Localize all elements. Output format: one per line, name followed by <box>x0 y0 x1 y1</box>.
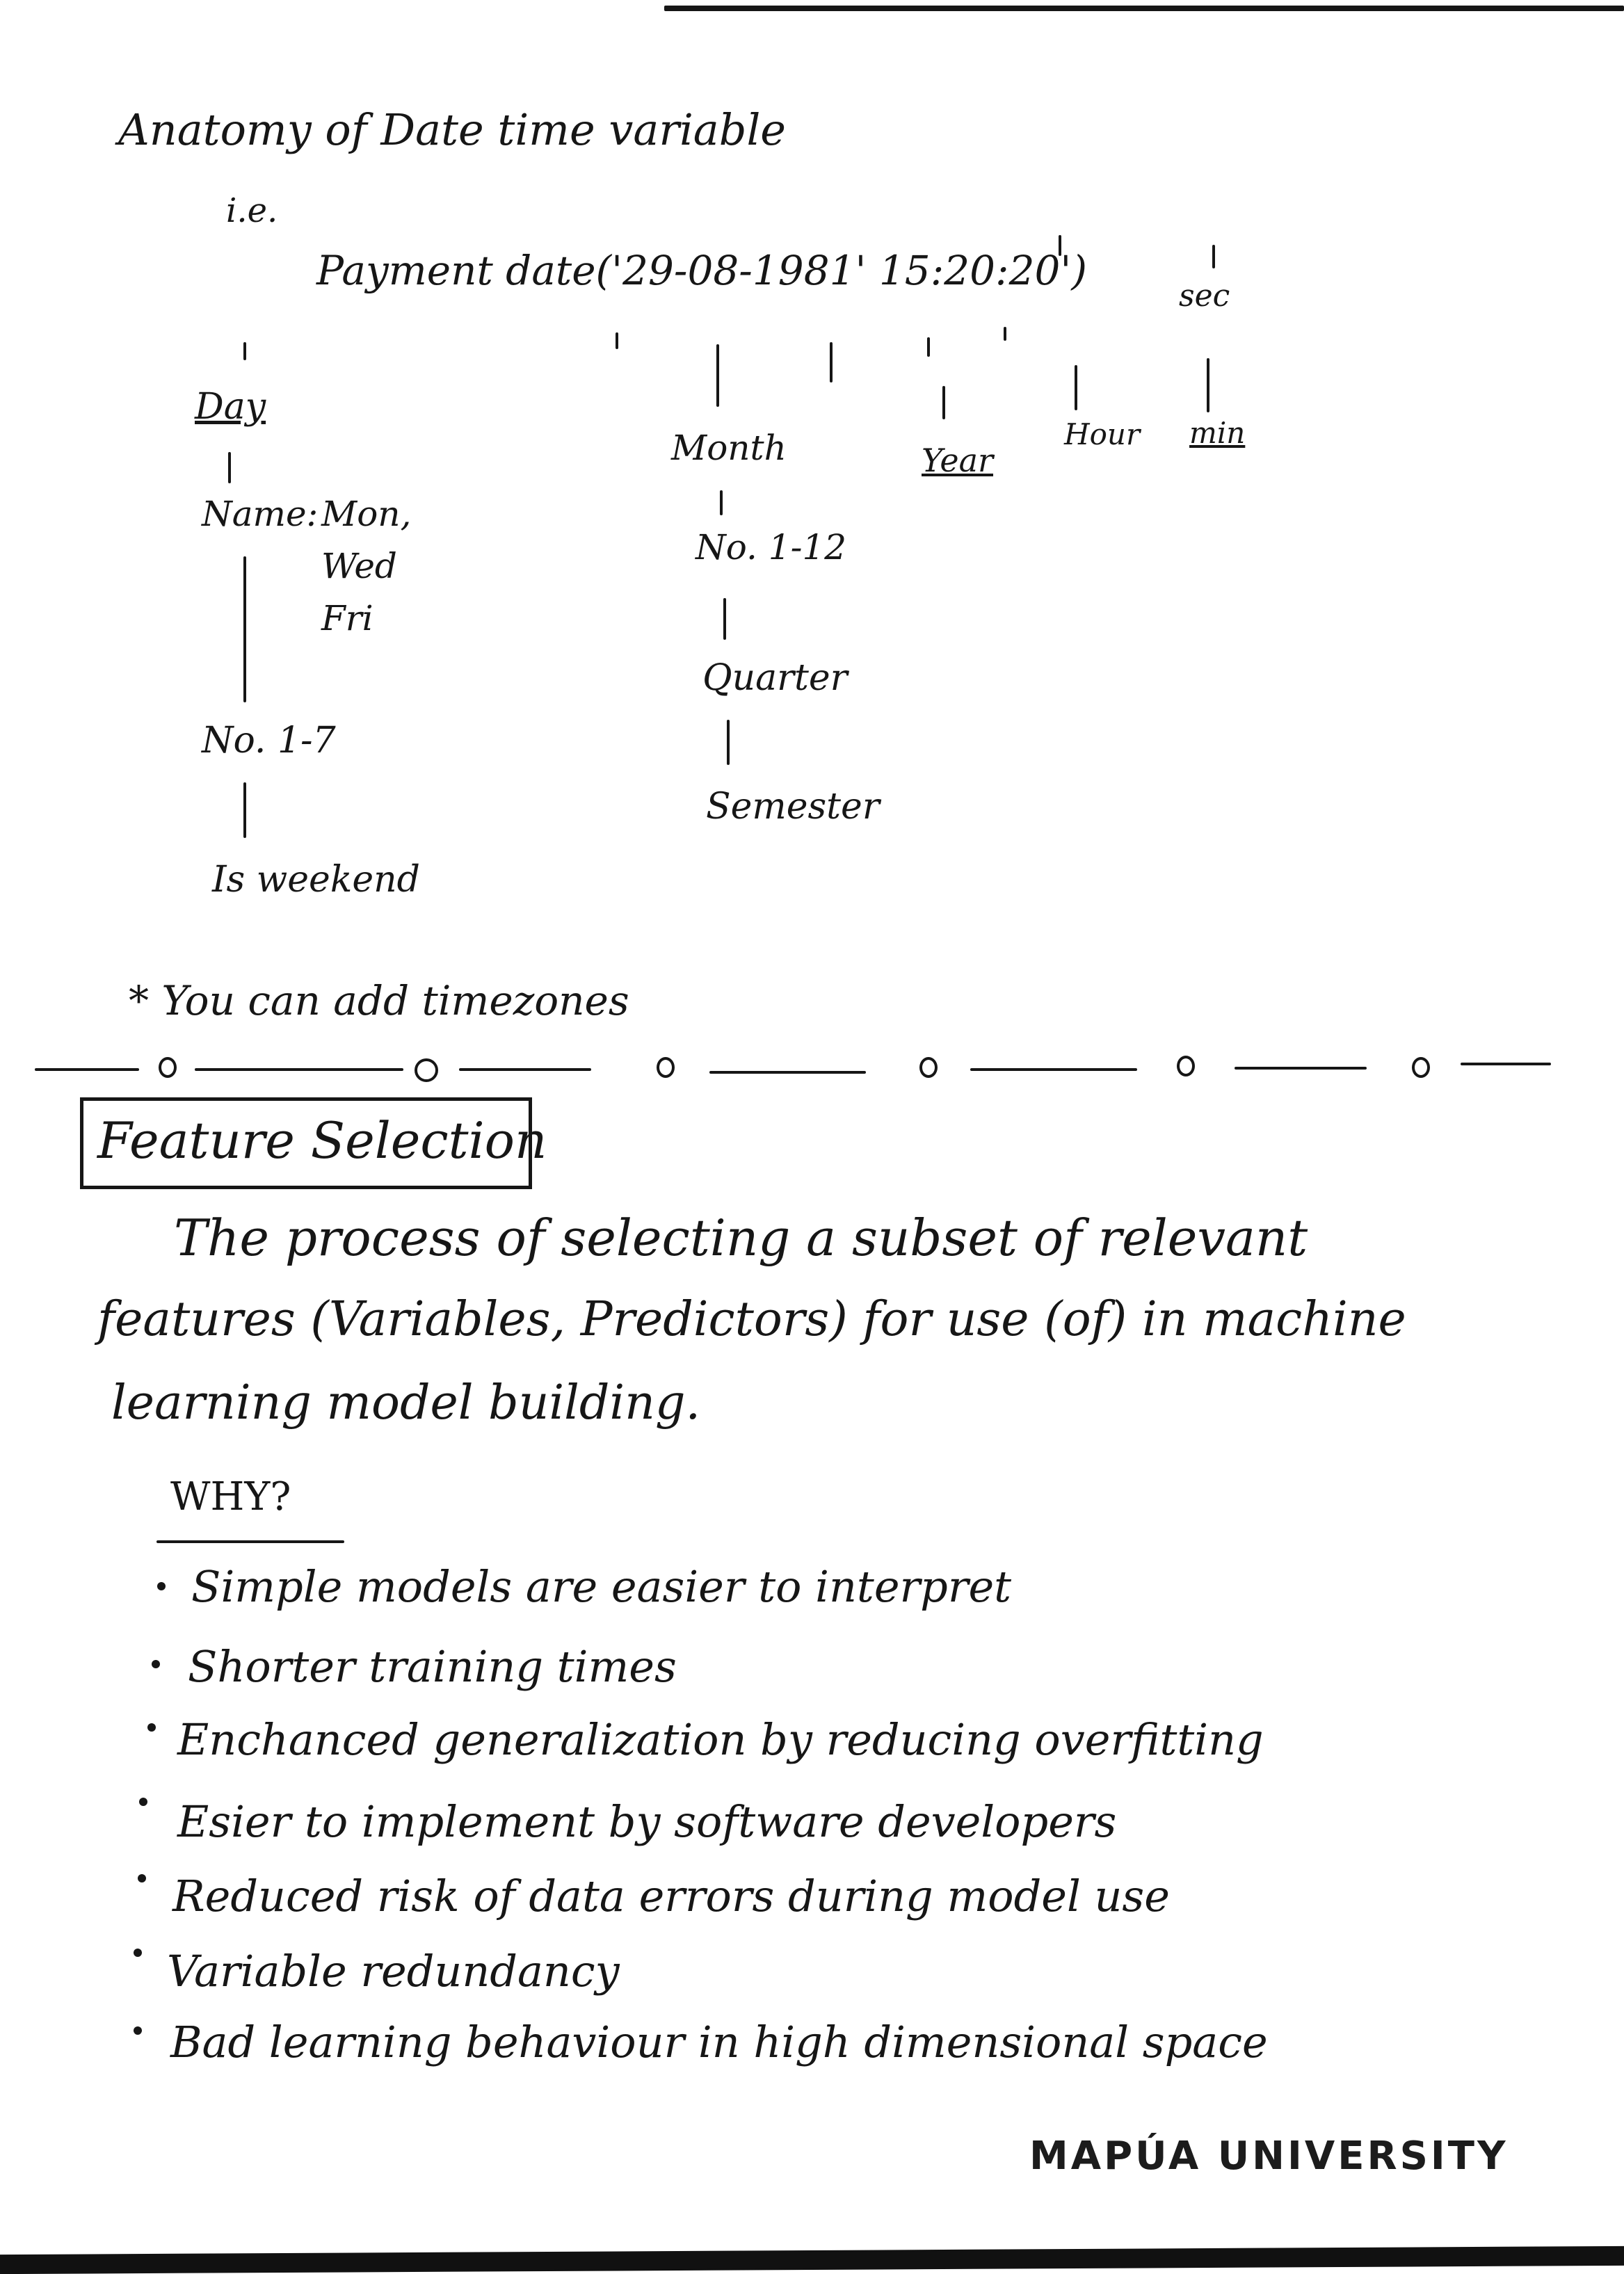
day-connector-1 <box>228 452 231 483</box>
reason-item: Bad learning behaviour in high dimension… <box>170 2017 1268 2067</box>
divider-circle-3 <box>657 1057 675 1078</box>
divider-segment-4 <box>709 1071 866 1074</box>
reason-item: Reduced risk of data errors during model… <box>172 1871 1170 1921</box>
definition-line-3: learning model building. <box>111 1376 701 1430</box>
reason-item: Enchanced generalization by reducing ove… <box>177 1714 1264 1765</box>
tick-year-2 <box>942 386 945 419</box>
day-connector-2 <box>243 556 246 702</box>
day-number: No. 1-7 <box>202 720 336 761</box>
day-name-wed: Wed <box>321 546 397 586</box>
divider-circle-2 <box>415 1058 438 1082</box>
tick-day-top <box>243 342 246 360</box>
tick-year <box>927 337 930 357</box>
tick-top <box>1059 235 1061 256</box>
reason-item: Variable redundancy <box>167 1946 620 1997</box>
day-connector-3 <box>243 782 246 838</box>
month-connector-2 <box>723 598 726 640</box>
divider-segment-5 <box>970 1068 1137 1071</box>
day-weekend: Is weekend <box>212 859 420 901</box>
day-label: Day <box>195 386 266 428</box>
tick-b <box>830 342 833 382</box>
definition-line-1: The process of selecting a subset of rel… <box>174 1209 1308 1267</box>
reason-bullet <box>139 1798 147 1806</box>
divider-circle-1 <box>159 1057 177 1078</box>
tick-c <box>1004 327 1006 341</box>
min-label: min <box>1189 416 1246 450</box>
reason-bullet <box>152 1660 160 1668</box>
tick-sec <box>1212 245 1215 268</box>
why-underline <box>156 1540 344 1543</box>
example-expression: Payment date('29-08-1981' 15:20:20') <box>316 247 1087 294</box>
divider-segment-3 <box>459 1068 591 1071</box>
tick-hour <box>1075 365 1077 410</box>
divider-circle-5 <box>1177 1056 1195 1076</box>
tick-month <box>716 344 719 407</box>
hour-label: Hour <box>1064 417 1141 451</box>
feature-selection-title: Feature Selection <box>97 1111 547 1170</box>
month-connector-1 <box>720 490 723 515</box>
month-label: Month <box>671 428 787 468</box>
university-logo: MAPÚA UNIVERSITY <box>1029 2134 1509 2179</box>
day-name-label: Name: <box>202 494 319 534</box>
divider-circle-4 <box>919 1057 938 1078</box>
reason-bullet <box>134 2026 142 2035</box>
tick-a <box>616 332 618 349</box>
anatomy-title: Anatomy of Date time variable <box>118 104 786 155</box>
timezones-note: * You can add timezones <box>129 977 629 1024</box>
scan-edge-top <box>664 6 1624 11</box>
why-heading: WHY? <box>170 1474 291 1519</box>
day-name-fri: Fri <box>321 598 373 638</box>
definition-line-2: features (Variables, Predictors) for use… <box>97 1292 1406 1347</box>
reason-item: Esier to implement by software developer… <box>177 1796 1117 1847</box>
month-number: No. 1-12 <box>696 527 847 567</box>
year-label: Year <box>922 442 994 479</box>
reason-bullet <box>157 1582 166 1590</box>
divider-circle-6 <box>1412 1057 1430 1078</box>
ie-label: i.e. <box>226 191 278 230</box>
reason-bullet <box>138 1874 146 1882</box>
divider-segment-1 <box>35 1068 139 1071</box>
feature-selection-title-box <box>80 1097 532 1189</box>
reason-bullet <box>147 1723 156 1732</box>
divider-segment-6 <box>1235 1067 1367 1070</box>
month-quarter: Quarter <box>702 657 848 699</box>
divider-segment-2 <box>195 1068 403 1071</box>
reason-item: Simple models are easier to interpret <box>191 1561 1012 1612</box>
month-semester: Semester <box>706 786 880 828</box>
tick-min <box>1207 358 1209 412</box>
reason-bullet <box>134 1949 142 1957</box>
sec-label: sec <box>1179 278 1230 314</box>
reason-item: Shorter training times <box>188 1641 677 1692</box>
month-connector-3 <box>727 720 730 765</box>
divider-segment-7 <box>1461 1063 1551 1065</box>
day-name-mon: Mon, <box>321 494 412 534</box>
